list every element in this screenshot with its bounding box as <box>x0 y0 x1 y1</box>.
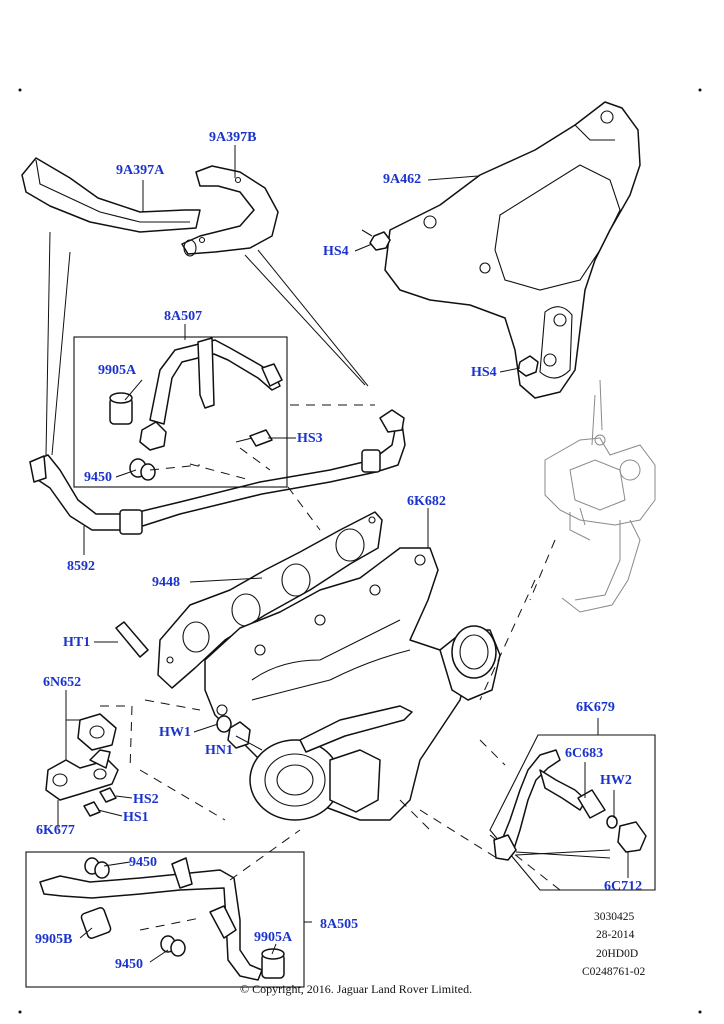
nut-HN1 <box>227 721 251 749</box>
label-HS4-upper: HS4 <box>323 244 349 259</box>
label-9905A-top: 9905A <box>98 363 137 378</box>
label-6N652: 6N652 <box>43 675 82 690</box>
label-6K679: 6K679 <box>576 700 615 715</box>
label-9905B: 9905B <box>35 932 73 947</box>
label-6C712: 6C712 <box>604 879 643 894</box>
label-9448: 9448 <box>152 575 180 590</box>
bolt-HS1 <box>83 801 101 817</box>
kit-box-6K679 <box>489 734 656 891</box>
bracket-6N652 <box>77 713 117 751</box>
label-HS4-lower: HS4 <box>471 365 497 380</box>
washers-9450-top <box>129 458 156 481</box>
label-HS1: HS1 <box>123 810 149 825</box>
corner-dot-bottom-left <box>18 1010 22 1014</box>
label-6K677: 6K677 <box>36 823 75 838</box>
bolt-HS3 <box>235 429 273 447</box>
oil-pipe-8592 <box>29 409 406 535</box>
banjo-bolt-9905A-bottom <box>261 948 285 979</box>
kit-box-8A505 <box>25 851 305 988</box>
washer-HW2 <box>606 815 618 829</box>
kit-box-8A507 <box>73 336 288 488</box>
label-HW2: HW2 <box>600 773 632 788</box>
bolt-HS2 <box>99 787 117 803</box>
heat-shield-9A397B <box>181 165 279 257</box>
gasket-9448 <box>157 511 383 689</box>
banjo-bolt-6C712 <box>617 821 647 853</box>
label-8592: 8592 <box>67 559 95 574</box>
bolt-HS4-lower <box>517 355 539 377</box>
corner-dot-left <box>18 88 22 92</box>
turbocharger-manifold-6K682 <box>204 547 501 821</box>
washers-9450-mid <box>84 857 110 879</box>
washers-9450-bottom <box>160 935 186 957</box>
label-9A397B: 9A397B <box>209 130 257 145</box>
reference-code-2: 28-2014 <box>596 929 635 941</box>
label-6C683: 6C683 <box>565 746 604 761</box>
label-9450-bottom: 9450 <box>115 957 143 972</box>
corner-dot-right <box>698 88 702 92</box>
oil-pipe-8A507 <box>139 337 283 451</box>
stud-HT1 <box>115 621 149 658</box>
hose-6C683 <box>577 789 606 819</box>
oil-pipe-6K679 <box>493 749 587 861</box>
washer-HW1 <box>216 715 232 733</box>
oil-pipe-8A505 <box>39 857 263 981</box>
label-HN1: HN1 <box>205 743 233 758</box>
bolt-HS4-upper <box>361 229 391 251</box>
label-8A507: 8A507 <box>164 309 203 324</box>
label-HS2: HS2 <box>133 792 159 807</box>
bracket-6K677 <box>45 749 119 801</box>
engine-reference-ghost <box>544 379 656 613</box>
corner-dot-bottom-right <box>698 1010 702 1014</box>
reference-code-3: 20HD0D <box>596 948 639 960</box>
label-8A505: 8A505 <box>320 917 359 932</box>
label-HW1: HW1 <box>159 725 191 740</box>
label-6K682: 6K682 <box>407 494 446 509</box>
label-9450-top: 9450 <box>84 470 112 485</box>
label-leaders <box>57 145 629 963</box>
label-HS3: HS3 <box>297 431 323 446</box>
reference-code-4: C0248761-02 <box>582 966 646 978</box>
reference-code-1: 3030425 <box>594 911 635 923</box>
label-9A397A: 9A397A <box>116 163 165 178</box>
copyright-notice: © Copyright, 2016. Jaguar Land Rover Lim… <box>240 982 473 996</box>
label-HT1: HT1 <box>63 635 91 650</box>
banjo-bolt-9905A-top <box>109 392 133 425</box>
heat-shield-9A397A <box>21 157 201 233</box>
label-9905A-bottom: 9905A <box>254 930 293 945</box>
label-9450-mid: 9450 <box>129 855 157 870</box>
label-9A462: 9A462 <box>383 172 422 187</box>
heat-shield-9A462 <box>384 101 641 399</box>
